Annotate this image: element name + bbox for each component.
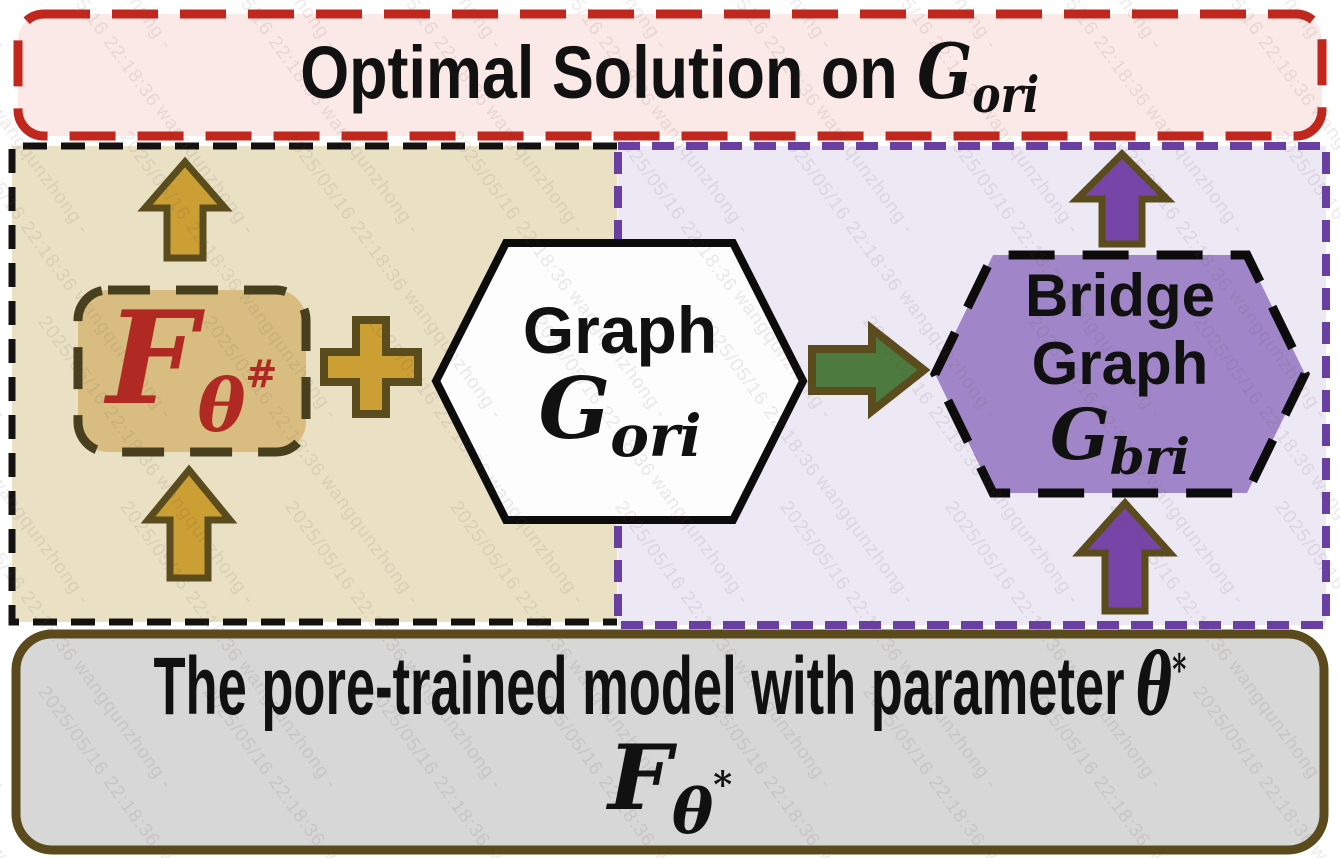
up-arrow-icon (1068, 149, 1176, 248)
bridge-graph-hexagon (929, 250, 1311, 498)
up-arrow-icon (1072, 497, 1178, 615)
right-arrow-icon (808, 320, 931, 420)
up-arrow-icon (140, 464, 238, 582)
up-arrow-icon (137, 156, 233, 262)
plus-icon (320, 316, 422, 418)
model-parameter-box (73, 285, 311, 457)
optimal-solution-box (13, 9, 1327, 141)
pretrained-caption-box (11, 629, 1329, 855)
original-graph-hexagon (431, 239, 808, 524)
